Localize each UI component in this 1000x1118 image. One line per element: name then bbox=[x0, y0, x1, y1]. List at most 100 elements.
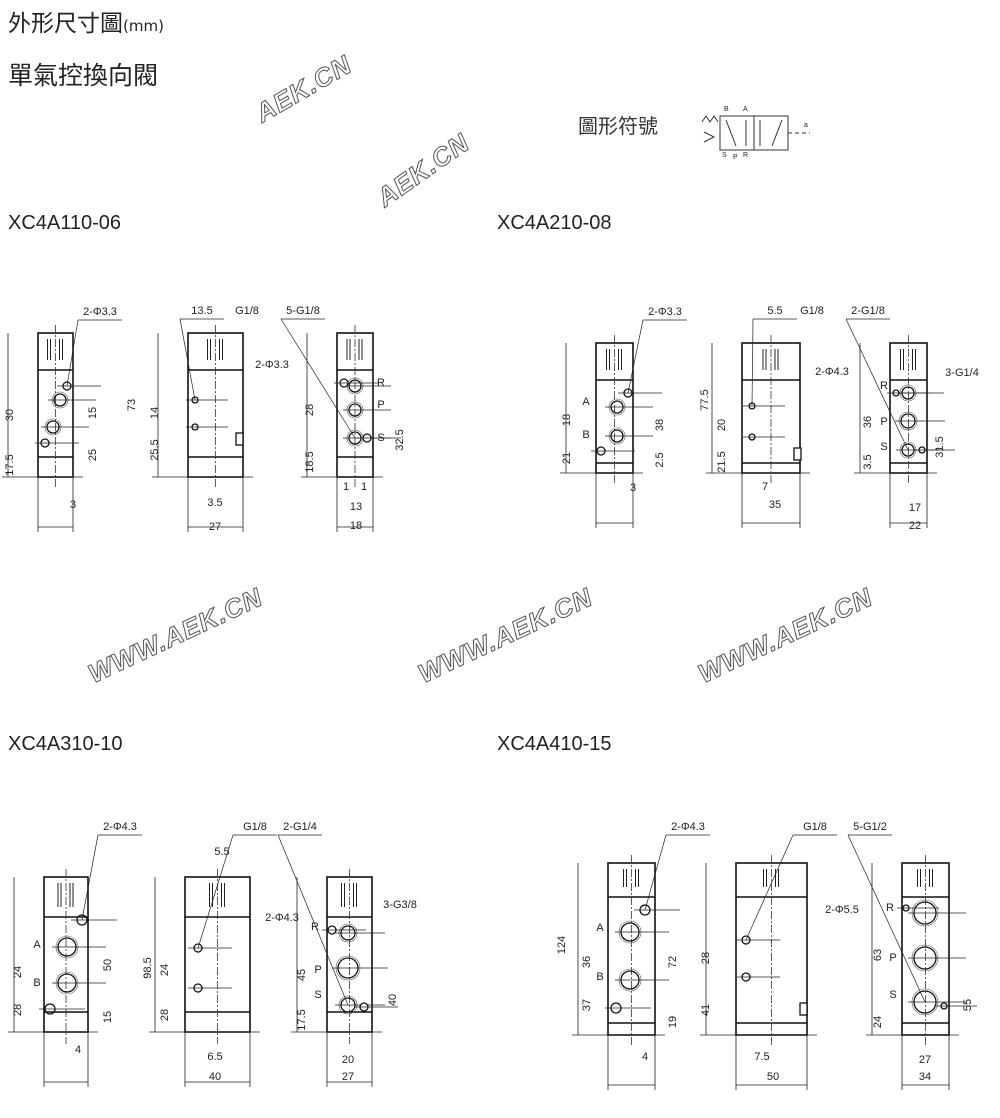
front-view-dimension-label: 77.5 bbox=[699, 389, 711, 411]
end-view-dimension-label: 27 bbox=[341, 1071, 355, 1083]
front-view-dimension-label: 5.5 bbox=[767, 305, 783, 317]
front-view-dimension-label: 3.5 bbox=[207, 497, 223, 509]
port-r: R bbox=[743, 152, 749, 159]
end-view-dimension-label: 55 bbox=[962, 998, 974, 1012]
front-view-dimension-label: 14 bbox=[149, 406, 161, 420]
end-view-dimension-label: S bbox=[880, 441, 888, 453]
unit-text: (mm) bbox=[123, 17, 164, 35]
side-view-dimension-label: 2-Φ3.3 bbox=[83, 306, 117, 318]
end-view-dimension-label: 3-G3/8 bbox=[383, 899, 417, 911]
side-view-dimension-label: 37 bbox=[581, 998, 593, 1012]
front-view-dimension-label: G1/8 bbox=[243, 821, 267, 833]
end-view-dimension-label: 27 bbox=[918, 1054, 932, 1066]
front-view-dimension-label: 50 bbox=[766, 1071, 780, 1083]
end-view-dimension-label: 18.5 bbox=[304, 451, 316, 473]
end-view-dimension-label: 17 bbox=[908, 502, 922, 514]
side-view-dimension-label: 2.5 bbox=[654, 452, 666, 468]
end-view-dimension-label: P bbox=[377, 399, 385, 411]
port-s: S bbox=[722, 152, 727, 159]
side-view-dimension-label: 4 bbox=[641, 1051, 649, 1063]
leader-line bbox=[627, 319, 644, 394]
end-view-dimension-label: 40 bbox=[387, 993, 399, 1007]
valve-symbol-icon bbox=[701, 115, 810, 151]
leader-line bbox=[847, 834, 926, 1003]
end-view-dimension-label: 17.5 bbox=[296, 1009, 308, 1031]
side-view-dimension-label: A bbox=[33, 939, 41, 951]
page-title: 外形尺寸圖(mm) bbox=[8, 4, 164, 38]
side-view-dimension-label: 28 bbox=[12, 1003, 24, 1017]
leader-line bbox=[81, 834, 99, 921]
front-view-dimension-label: 35 bbox=[768, 499, 782, 511]
end-view-dimension-label: 5-G1/8 bbox=[286, 305, 320, 317]
page-subtitle: 單氣控換向閥 bbox=[8, 61, 159, 90]
side-view-dimension-label: 18 bbox=[561, 413, 573, 427]
end-view-dimension-label: 3-G1/4 bbox=[945, 367, 979, 379]
end-view-dimension-label: R bbox=[886, 902, 894, 914]
side-view-dimension-label: A bbox=[582, 396, 590, 408]
end-view-dimension-label: 13 bbox=[349, 501, 363, 513]
side-view-dimension-label: 25 bbox=[87, 448, 99, 462]
side-view-dimension-label: 24 bbox=[12, 965, 24, 979]
side-view-dimension-label: 36 bbox=[581, 955, 593, 969]
end-view-dimension-label: 1 bbox=[342, 481, 350, 493]
end-view-dimension-label: 36 bbox=[862, 415, 874, 429]
end-view-dimension-label: 2-G1/4 bbox=[283, 821, 317, 833]
front-view-dimension-label: 20 bbox=[716, 418, 728, 432]
leader-line bbox=[745, 834, 794, 941]
leader-line bbox=[280, 318, 356, 439]
front-view-dimension-label: 6.5 bbox=[207, 1051, 223, 1063]
end-view-dimension-label: 20 bbox=[341, 1054, 355, 1066]
leader-line bbox=[197, 834, 234, 949]
end-view-dimension-label: S bbox=[889, 989, 897, 1001]
front-view-dimension-label: 7 bbox=[761, 481, 769, 493]
end-view-dimension-label: 1 bbox=[360, 481, 368, 493]
leader-line bbox=[845, 318, 909, 451]
end-view-dimension-label: P bbox=[889, 952, 897, 964]
front-view-dimension-label: 2-Φ4.3 bbox=[815, 366, 849, 378]
side-view-dimension-label: 3 bbox=[629, 482, 637, 494]
end-view-dimension-label: S bbox=[314, 989, 322, 1001]
front-view-dimension-label: 28 bbox=[159, 1008, 171, 1022]
graphic-symbol-label: 圖形符號 bbox=[578, 114, 658, 138]
side-view-dimension-label: 38 bbox=[654, 418, 666, 432]
end-view-dimension-label: 22 bbox=[908, 520, 922, 532]
valve-symbol: B A S P R a bbox=[698, 104, 818, 164]
end-view-dimension-label: 28 bbox=[304, 403, 316, 417]
leader-line bbox=[277, 834, 349, 1006]
side-view-dimension-label: 17.5 bbox=[4, 454, 16, 476]
side-view-dimension-label: 124 bbox=[556, 935, 568, 955]
front-view-dimension-label: 25.5 bbox=[149, 439, 161, 461]
front-view-dimension-label: 98.5 bbox=[142, 957, 154, 979]
front-view-dimension-label: 21.5 bbox=[716, 451, 728, 473]
title-text: 外形尺寸圖 bbox=[8, 11, 123, 37]
end-view-dimension-label: 32.5 bbox=[394, 429, 406, 451]
model-title-2: XC4A210-08 bbox=[497, 212, 612, 234]
leader-line bbox=[179, 318, 196, 401]
end-view-dimension-label: 45 bbox=[296, 968, 308, 982]
front-view-dimension-label: 5.5 bbox=[214, 846, 230, 858]
model-title-1: XC4A110-06 bbox=[8, 212, 122, 234]
front-view-dimension-label: G1/8 bbox=[800, 305, 824, 317]
side-view-dimension-label: 72 bbox=[667, 955, 679, 969]
end-view-dimension-label: 34 bbox=[918, 1071, 932, 1083]
front-view-dimension-label: 41 bbox=[700, 1003, 712, 1017]
front-view-dimension-label: 7.5 bbox=[754, 1051, 770, 1063]
side-view-dimension-label: B bbox=[33, 977, 41, 989]
end-view-dimension-label: 2-G1/8 bbox=[851, 305, 885, 317]
side-view-dimension-label: 3 bbox=[69, 499, 77, 511]
front-view-dimension-label: 27 bbox=[208, 521, 222, 533]
side-view-dimension-label: 2-Φ4.3 bbox=[671, 821, 705, 833]
front-view-dimension-label: 28 bbox=[700, 951, 712, 965]
front-view-dimension-label: 2-Φ4.3 bbox=[265, 912, 299, 924]
port-a: A bbox=[743, 106, 748, 113]
side-view-dimension-label: 50 bbox=[102, 958, 114, 972]
side-view-dimension-label: A bbox=[596, 922, 604, 934]
side-view-dimension-label: B bbox=[596, 971, 604, 983]
end-view-dimension-label: R bbox=[880, 380, 888, 392]
end-view-dimension-label: 3.5 bbox=[862, 454, 874, 470]
side-view-dimension-label: 2-Φ3.3 bbox=[648, 306, 682, 318]
front-view-dimension-label: 24 bbox=[159, 963, 171, 977]
side-view-dimension-label: 21 bbox=[561, 451, 573, 465]
end-view-dimension-label: R bbox=[311, 921, 319, 933]
